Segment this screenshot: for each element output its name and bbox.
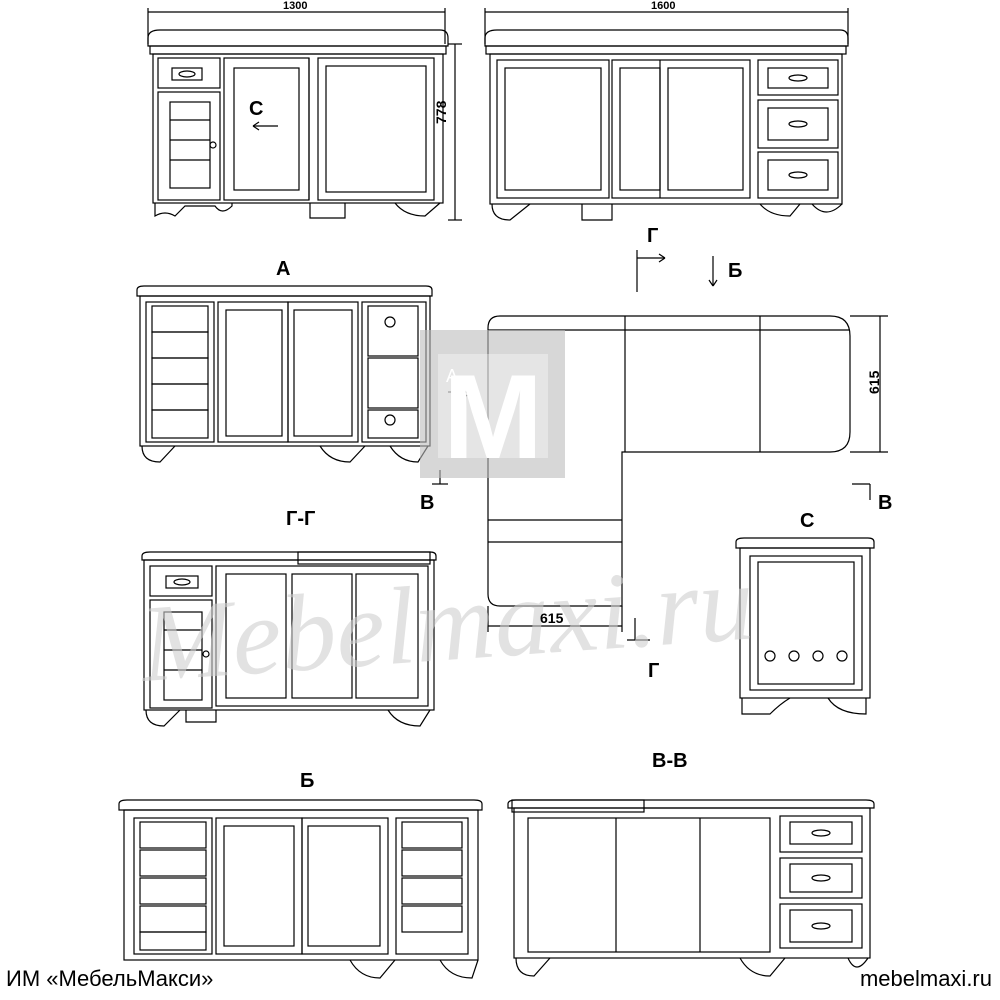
view-label-a: А	[276, 258, 291, 280]
dimension-width-right: 1600	[651, 0, 676, 12]
dimension-width-left: 1300	[283, 0, 308, 12]
view-b	[118, 799, 483, 979]
marker-v-right: В	[878, 492, 893, 514]
svg-text:M: M	[443, 350, 543, 484]
marker-v-left: В	[420, 492, 435, 514]
marker-c-arrow: С	[249, 98, 264, 120]
view-label-vv: В-В	[652, 750, 688, 772]
marker-g-top: Г	[647, 225, 659, 247]
dimension-depth-bottom: 615	[540, 610, 564, 626]
watermark: Mebelmaxi.ru	[135, 540, 758, 705]
footer-website[interactable]: mebelmaxi.ru	[859, 966, 992, 991]
view-c	[735, 537, 875, 715]
marker-a-plan: А	[446, 366, 459, 386]
dimension-depth-right: 615	[866, 370, 882, 394]
marker-g-bottom: Г	[648, 660, 660, 682]
view-label-b: Б	[300, 770, 315, 792]
front-view-1300	[147, 8, 462, 221]
footer-company: ИМ «МебельМакси»	[6, 966, 214, 991]
plan-view: M	[420, 250, 888, 641]
view-label-c: С	[800, 510, 815, 532]
view-vv	[507, 799, 875, 977]
view-a	[136, 285, 433, 463]
view-label-gg: Г-Г	[286, 508, 316, 530]
view-gg	[141, 551, 437, 727]
dimension-height: 778	[433, 100, 449, 124]
front-view-1600	[484, 8, 849, 221]
marker-b-top: Б	[728, 260, 743, 282]
